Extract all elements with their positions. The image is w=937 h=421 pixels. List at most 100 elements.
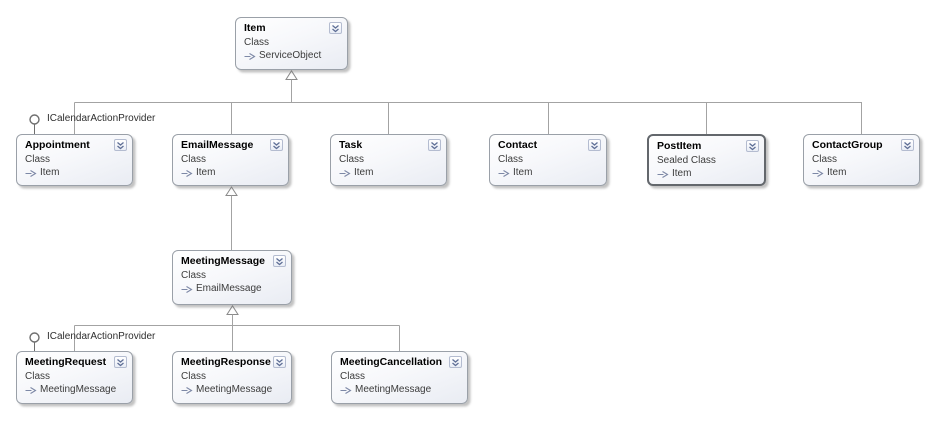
class-node-meetingrequest[interactable]: MeetingRequest Class MeetingMessage (16, 351, 133, 404)
base-type-label: MeetingMessage (355, 384, 432, 395)
base-type-row: Item (498, 167, 599, 179)
class-kind-label: Class (244, 37, 270, 48)
chevron-double-down-icon (452, 358, 459, 366)
collapse-chevron-button[interactable] (329, 22, 342, 34)
collapse-chevron-button[interactable] (901, 139, 914, 151)
base-type-label: EmailMessage (196, 283, 262, 294)
class-node-meetingcancellation[interactable]: MeetingCancellation Class MeetingMessage (331, 351, 468, 404)
class-title: ContactGroup (812, 139, 883, 151)
collapse-chevron-button[interactable] (273, 255, 286, 267)
inheritance-arrow-icon (339, 169, 351, 177)
class-node-appointment[interactable]: Appointment Class Item (16, 134, 133, 186)
base-type-row: Item (25, 167, 125, 179)
collapse-chevron-button[interactable] (270, 139, 283, 151)
base-type-label: Item (40, 167, 60, 178)
chevron-double-down-icon (332, 24, 339, 32)
class-title: MeetingRequest (25, 356, 107, 368)
base-type-row: EmailMessage (181, 283, 284, 295)
class-title: Item (244, 22, 266, 34)
collapse-chevron-button[interactable] (114, 356, 127, 368)
inheritance-triangle-icon (226, 304, 239, 315)
inheritance-arrow-icon (812, 169, 824, 177)
base-type-label: Item (672, 168, 692, 179)
inheritance-arrow-icon (181, 169, 193, 177)
chevron-double-down-icon (276, 257, 283, 265)
inheritance-connector-item-tree[interactable] (74, 69, 863, 134)
inheritance-arrow-icon (181, 285, 193, 293)
collapse-chevron-button[interactable] (114, 139, 127, 151)
base-type-row: MeetingMessage (181, 384, 284, 396)
class-title: PostItem (657, 140, 702, 152)
collapse-chevron-button[interactable] (746, 140, 759, 152)
interface-lollipop-meetingrequest[interactable] (29, 332, 40, 351)
lollipop-interface-icon (29, 114, 40, 125)
interface-lollipop-appointment[interactable] (29, 114, 40, 134)
base-type-label: Item (513, 167, 533, 178)
inheritance-arrow-icon (244, 52, 256, 60)
inheritance-arrow-icon (498, 169, 510, 177)
base-type-row: Item (181, 167, 281, 179)
chevron-double-down-icon (273, 141, 280, 149)
inheritance-triangle-icon (285, 69, 298, 80)
chevron-double-down-icon (904, 141, 911, 149)
interface-label-icalendaractionprovider: ICalendarActionProvider (47, 331, 156, 342)
chevron-double-down-icon (276, 358, 283, 366)
base-type-row: Item (812, 167, 912, 179)
inheritance-arrow-icon (25, 169, 37, 177)
class-node-task[interactable]: Task Class Item (330, 134, 447, 186)
class-title: Task (339, 139, 363, 151)
inheritance-triangle-icon (225, 186, 238, 196)
base-type-row: MeetingMessage (25, 384, 125, 396)
class-kind-label: Class (181, 371, 207, 382)
inheritance-connector-meetingmessage-tree[interactable] (74, 304, 400, 351)
class-node-emailmessage[interactable]: EmailMessage Class Item (172, 134, 289, 186)
chevron-double-down-icon (749, 142, 756, 150)
class-title: EmailMessage (181, 139, 254, 151)
base-type-label: MeetingMessage (40, 384, 117, 395)
class-kind-label: Class (812, 154, 838, 165)
class-kind-label: Sealed Class (657, 155, 716, 166)
class-title: MeetingMessage (181, 255, 266, 267)
base-type-label: Item (354, 167, 374, 178)
base-type-label: Item (196, 167, 216, 178)
class-node-item[interactable]: Item Class ServiceObject (235, 17, 348, 70)
inheritance-arrow-icon (340, 386, 352, 394)
class-node-contact[interactable]: Contact Class Item (489, 134, 607, 186)
inheritance-arrow-icon (657, 170, 669, 178)
inheritance-connector-emailmessage-meetingmessage[interactable] (225, 186, 238, 250)
collapse-chevron-button[interactable] (428, 139, 441, 151)
base-type-row: MeetingMessage (340, 384, 460, 396)
base-type-label: MeetingMessage (196, 384, 273, 395)
inheritance-arrow-icon (181, 386, 193, 394)
interface-label-icalendaractionprovider: ICalendarActionProvider (47, 113, 156, 124)
base-type-row: Item (339, 167, 439, 179)
class-title: Contact (498, 139, 538, 151)
base-type-label: ServiceObject (259, 50, 322, 61)
class-node-postitem[interactable]: PostItem Sealed Class Item (647, 134, 766, 186)
collapse-chevron-button[interactable] (449, 356, 462, 368)
class-kind-label: Class (340, 371, 366, 382)
class-title: MeetingCancellation (340, 356, 443, 368)
lollipop-interface-icon (29, 332, 40, 343)
collapse-chevron-button[interactable] (588, 139, 601, 151)
class-kind-label: Class (181, 154, 207, 165)
base-type-label: Item (827, 167, 847, 178)
class-kind-label: Class (498, 154, 524, 165)
class-node-meetingmessage[interactable]: MeetingMessage Class EmailMessage (172, 250, 292, 305)
class-node-meetingresponse[interactable]: MeetingResponse Class MeetingMessage (172, 351, 292, 404)
class-kind-label: Class (339, 154, 365, 165)
base-type-row: Item (657, 168, 757, 180)
class-title: Appointment (25, 139, 90, 151)
class-title: MeetingResponse (181, 356, 271, 368)
collapse-chevron-button[interactable] (273, 356, 286, 368)
chevron-double-down-icon (117, 358, 124, 366)
chevron-double-down-icon (117, 141, 124, 149)
inheritance-arrow-icon (25, 386, 37, 394)
class-kind-label: Class (181, 270, 207, 281)
chevron-double-down-icon (591, 141, 598, 149)
base-type-row: ServiceObject (244, 50, 340, 62)
class-kind-label: Class (25, 154, 51, 165)
class-node-contactgroup[interactable]: ContactGroup Class Item (803, 134, 920, 186)
